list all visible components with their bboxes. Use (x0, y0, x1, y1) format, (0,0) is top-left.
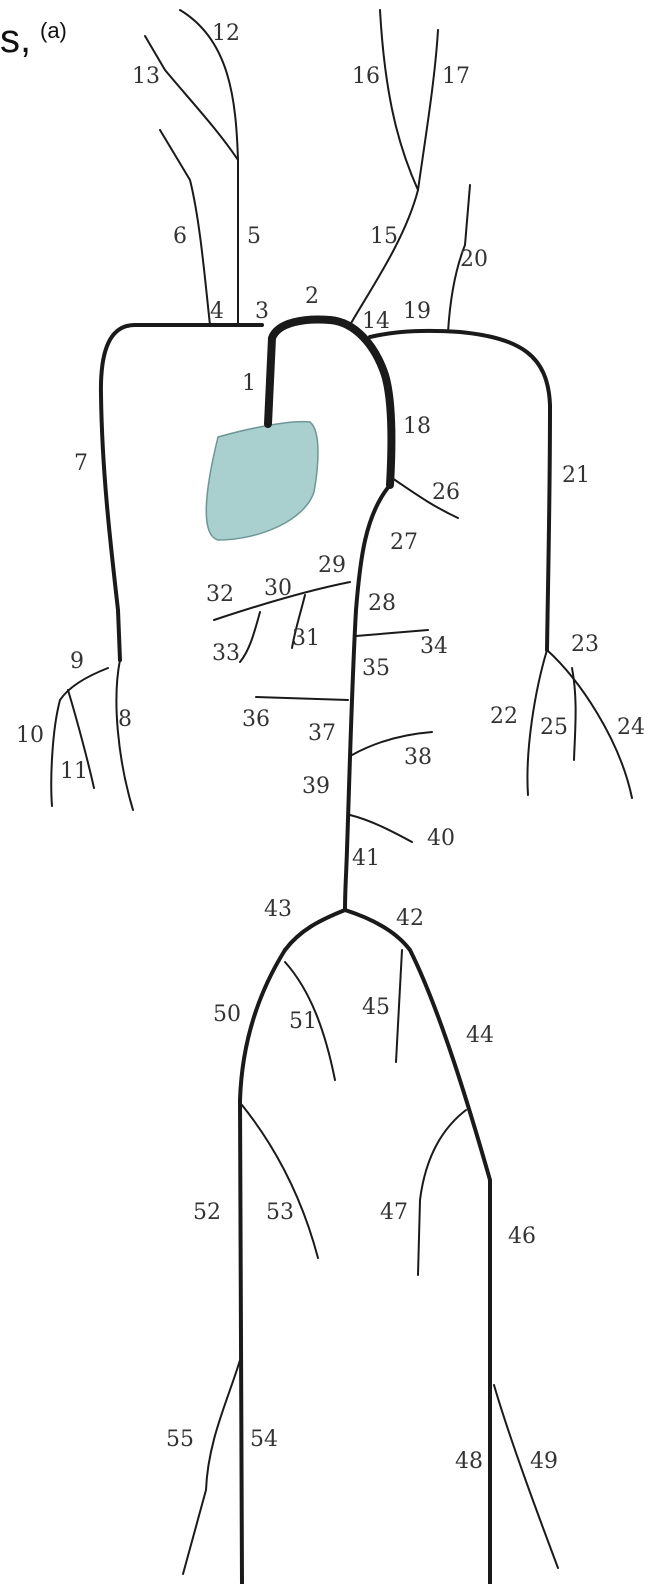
label-34: 34 (420, 634, 448, 659)
vessel-aortic-arch (330, 320, 391, 485)
label-35: 35 (362, 656, 390, 681)
label-17: 17 (442, 64, 470, 89)
label-23: 23 (571, 632, 599, 657)
label-45: 45 (362, 995, 390, 1020)
label-10: 10 (16, 723, 44, 748)
vessel-8 (116, 660, 133, 810)
label-22: 22 (490, 704, 518, 729)
label-31: 31 (292, 626, 320, 651)
label-40: 40 (427, 826, 455, 851)
label-41: 41 (352, 846, 380, 871)
label-48: 48 (455, 1449, 483, 1474)
panel-label: (a) (40, 18, 67, 43)
label-15: 15 (370, 224, 398, 249)
vessel-45 (396, 950, 402, 1062)
label-42: 42 (396, 906, 424, 931)
label-24: 24 (617, 715, 645, 740)
label-26: 26 (432, 480, 460, 505)
label-54: 54 (250, 1427, 278, 1452)
vessel-10 (51, 700, 60, 806)
label-28: 28 (368, 591, 396, 616)
label-46: 46 (508, 1224, 536, 1249)
vessel-16 (380, 10, 418, 190)
label-32: 32 (206, 582, 234, 607)
label-29: 29 (318, 553, 346, 578)
vessel-33 (240, 612, 260, 662)
label-6: 6 (173, 224, 187, 249)
label-38: 38 (404, 745, 432, 770)
heart-region (206, 422, 318, 540)
label-8: 8 (118, 707, 132, 732)
vessel-13 (145, 36, 238, 160)
label-49: 49 (530, 1449, 558, 1474)
vessel-49 (494, 1385, 558, 1568)
label-7: 7 (74, 451, 88, 476)
label-2: 2 (305, 284, 319, 309)
vessel-bifurcation (285, 910, 345, 950)
segment-labels: 1 2 3 4 5 6 7 8 9 10 11 12 13 14 15 16 1… (16, 21, 645, 1474)
header-fragment: s, (0, 17, 31, 61)
vessel-17 (418, 30, 438, 190)
label-55: 55 (166, 1427, 194, 1452)
label-12: 12 (212, 21, 240, 46)
label-33: 33 (212, 641, 240, 666)
vessel-40 (350, 815, 412, 842)
label-36: 36 (242, 707, 270, 732)
label-51: 51 (289, 1009, 317, 1034)
vessel-34 (356, 630, 428, 636)
label-5: 5 (247, 224, 261, 249)
vessel-36 (256, 697, 348, 700)
label-19: 19 (403, 299, 431, 324)
vessel-right-iliac (240, 950, 285, 1584)
label-53: 53 (266, 1200, 294, 1225)
label-30: 30 (264, 576, 292, 601)
label-1: 1 (242, 371, 256, 396)
vessel-55 (183, 1360, 240, 1574)
vessel-47 (418, 1110, 466, 1275)
label-9: 9 (70, 649, 84, 674)
label-52: 52 (193, 1200, 221, 1225)
label-4: 4 (210, 299, 224, 324)
label-27: 27 (390, 530, 418, 555)
label-16: 16 (352, 64, 380, 89)
label-3: 3 (255, 299, 269, 324)
label-14: 14 (362, 309, 390, 334)
label-21: 21 (562, 463, 590, 488)
vessel-9 (60, 668, 108, 700)
vessel-left-subclavian (370, 331, 550, 650)
label-25: 25 (540, 715, 568, 740)
label-13: 13 (132, 64, 160, 89)
label-44: 44 (466, 1023, 494, 1048)
label-47: 47 (380, 1200, 408, 1225)
label-11: 11 (60, 759, 88, 784)
label-43: 43 (264, 897, 292, 922)
label-37: 37 (308, 721, 336, 746)
label-20: 20 (460, 247, 488, 272)
label-18: 18 (403, 414, 431, 439)
vessel-ascending-aorta (268, 320, 330, 424)
label-39: 39 (302, 774, 330, 799)
label-50: 50 (213, 1002, 241, 1027)
vessel-53 (242, 1105, 318, 1258)
